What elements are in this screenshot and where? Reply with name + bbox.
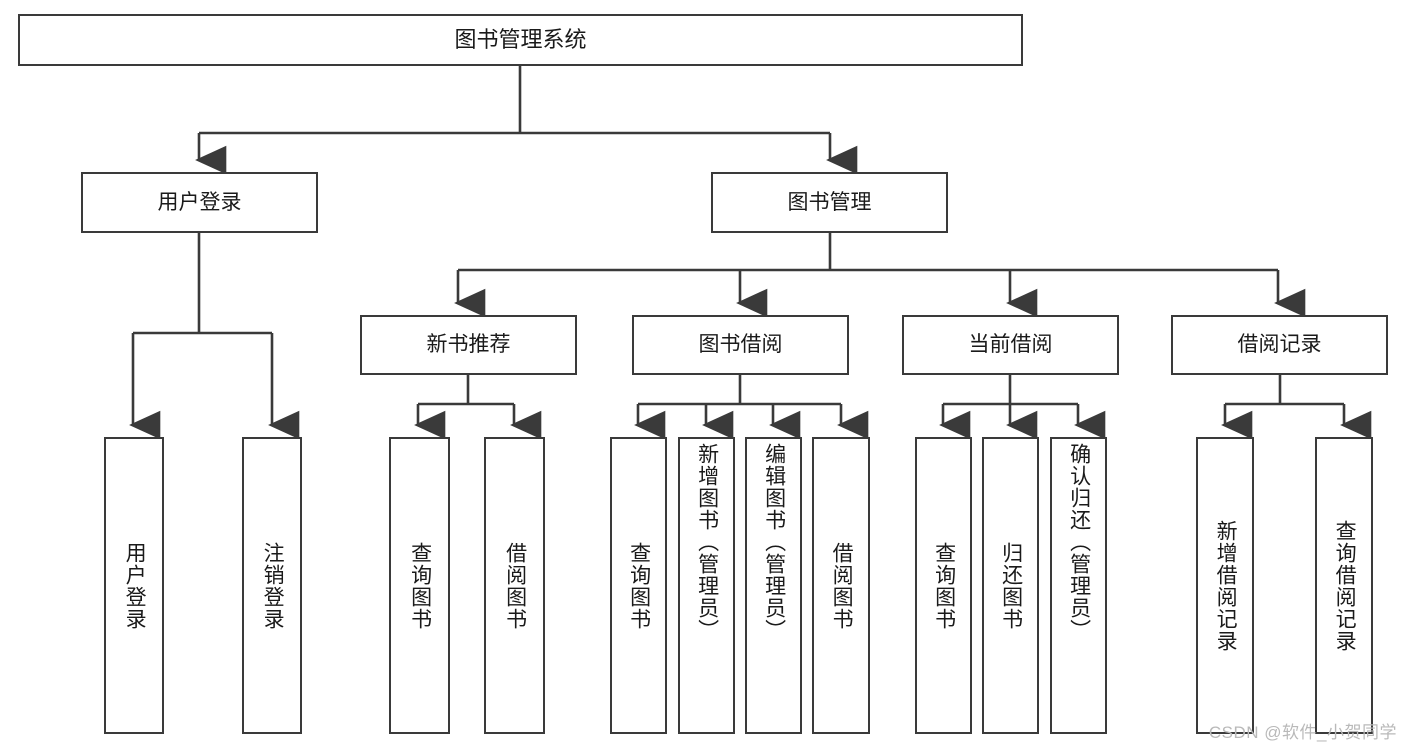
node-leaf-add-book-admin[interactable]: 新增图书（管理员） bbox=[678, 437, 735, 734]
node-label: 当前借阅 bbox=[968, 333, 1053, 357]
node-label: 用户登录 bbox=[157, 190, 242, 214]
node-label: 图书管理 bbox=[787, 190, 872, 214]
node-user-login[interactable]: 用户登录 bbox=[81, 172, 318, 233]
node-leaf-query-borrow-record[interactable]: 查询借阅记录 bbox=[1315, 437, 1373, 734]
watermark-text: CSDN @软件_小贺同学 bbox=[1208, 723, 1397, 742]
node-label: 借阅图书 bbox=[830, 541, 854, 630]
node-label: 查询借阅记录 bbox=[1333, 519, 1357, 652]
node-root-book-management-system[interactable]: 图书管理系统 bbox=[18, 14, 1023, 66]
node-label: 图书管理系统 bbox=[454, 26, 587, 52]
node-label: 查询图书 bbox=[627, 541, 651, 630]
node-label: 图书借阅 bbox=[698, 333, 783, 357]
node-leaf-borrow-book-1[interactable]: 借阅图书 bbox=[484, 437, 545, 734]
node-label: 编辑图书（管理员） bbox=[762, 443, 786, 641]
node-leaf-query-book-3[interactable]: 查询图书 bbox=[915, 437, 972, 734]
node-label: 确认归还（管理员） bbox=[1067, 443, 1091, 641]
node-leaf-edit-book-admin[interactable]: 编辑图书（管理员） bbox=[745, 437, 802, 734]
node-leaf-confirm-return-admin[interactable]: 确认归还（管理员） bbox=[1050, 437, 1107, 734]
node-label: 查询图书 bbox=[932, 541, 956, 630]
node-label: 借阅图书 bbox=[503, 541, 527, 630]
node-leaf-add-borrow-record[interactable]: 新增借阅记录 bbox=[1196, 437, 1254, 734]
node-label: 查询图书 bbox=[408, 541, 432, 630]
node-label: 归还图书 bbox=[999, 541, 1023, 630]
node-leaf-user-login[interactable]: 用户登录 bbox=[104, 437, 164, 734]
node-book-manage[interactable]: 图书管理 bbox=[711, 172, 948, 233]
node-label: 新增图书（管理员） bbox=[695, 443, 719, 641]
node-leaf-logout-login[interactable]: 注销登录 bbox=[242, 437, 302, 734]
node-current-borrow[interactable]: 当前借阅 bbox=[902, 315, 1119, 375]
node-new-book-recommend[interactable]: 新书推荐 bbox=[360, 315, 577, 375]
node-leaf-query-book-2[interactable]: 查询图书 bbox=[610, 437, 667, 734]
node-label: 借阅记录 bbox=[1237, 333, 1322, 357]
node-leaf-query-book-1[interactable]: 查询图书 bbox=[389, 437, 450, 734]
node-book-borrow[interactable]: 图书借阅 bbox=[632, 315, 849, 375]
node-leaf-borrow-book-2[interactable]: 借阅图书 bbox=[812, 437, 870, 734]
node-label: 新增借阅记录 bbox=[1214, 519, 1238, 652]
node-label: 注销登录 bbox=[261, 541, 285, 630]
node-borrow-record[interactable]: 借阅记录 bbox=[1171, 315, 1388, 375]
node-label: 新书推荐 bbox=[426, 333, 511, 357]
node-leaf-return-book[interactable]: 归还图书 bbox=[982, 437, 1039, 734]
node-label: 用户登录 bbox=[123, 541, 147, 630]
